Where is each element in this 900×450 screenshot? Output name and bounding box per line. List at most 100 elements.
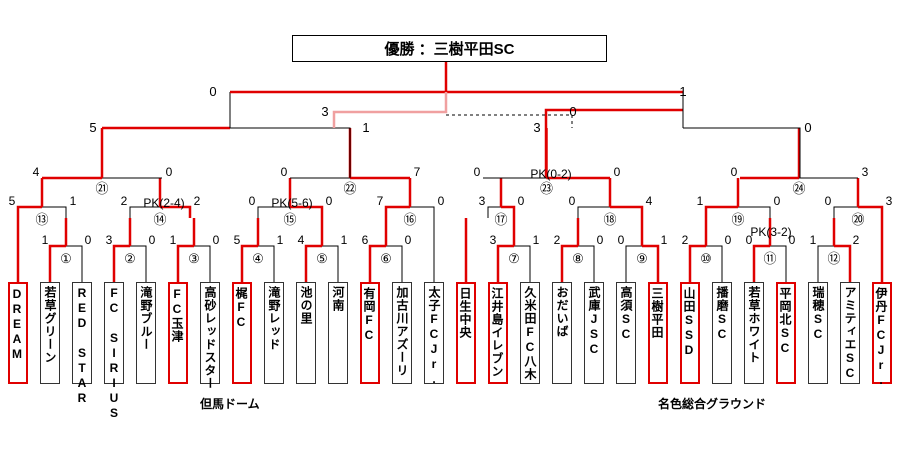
match-number: ⑯ bbox=[403, 212, 416, 227]
team-name: DREAM bbox=[10, 287, 24, 362]
score: 4 bbox=[646, 194, 653, 208]
pk-note: PK(3-2) bbox=[750, 225, 791, 239]
match-number: ㉑ bbox=[95, 181, 108, 196]
score: 0 bbox=[85, 233, 92, 247]
team-box: 伊丹FCJr. bbox=[872, 282, 892, 388]
team-box: アミティエSC bbox=[840, 282, 860, 384]
score: 0 bbox=[213, 233, 220, 247]
team-box: 梶FC bbox=[232, 282, 252, 384]
team-box: DREAM bbox=[8, 282, 28, 384]
team-name: 高砂レッドスター bbox=[203, 286, 217, 390]
team-box: 若草ホワイト bbox=[744, 282, 764, 384]
bracket-line bbox=[130, 245, 147, 282]
score: 4 bbox=[33, 165, 40, 179]
bracket-line bbox=[738, 206, 771, 218]
score: 3 bbox=[533, 120, 540, 135]
match-number: ⑪ bbox=[763, 251, 776, 266]
team-name: 山田SSD bbox=[682, 287, 696, 358]
bracket-line bbox=[48, 244, 66, 282]
team-name: 池の里 bbox=[299, 286, 313, 325]
score: 0 bbox=[405, 233, 412, 247]
team-box: 日生中央 bbox=[456, 282, 476, 384]
match-number: ㉓ bbox=[540, 181, 553, 196]
team-name: 河南 bbox=[331, 286, 345, 312]
score: 0 bbox=[725, 233, 732, 247]
match-number: ⑭ bbox=[153, 212, 166, 227]
match-number: ④ bbox=[252, 251, 264, 266]
champion-title-text: 優勝 ：三樹平田SC bbox=[384, 41, 515, 58]
team-box: FC SIRIUS bbox=[104, 282, 124, 421]
match-number-marker bbox=[495, 213, 507, 225]
score: 0 bbox=[249, 194, 256, 208]
pk-note: PK(2-4) bbox=[143, 196, 184, 210]
bracket-line bbox=[688, 244, 706, 282]
match-number: ⑮ bbox=[283, 212, 296, 227]
team-box: 加古川アズーリ bbox=[392, 282, 412, 384]
score: 0 bbox=[746, 233, 753, 247]
match-number-marker bbox=[828, 252, 840, 264]
score: 1 bbox=[697, 194, 704, 208]
match-number-marker bbox=[96, 182, 108, 194]
team-box: 久米田FC八木 bbox=[520, 282, 540, 384]
team-box: 山田SSD bbox=[680, 282, 700, 384]
team-name: FC玉津 bbox=[170, 287, 184, 343]
score: 1 bbox=[42, 233, 49, 247]
team-name: 三樹平田 bbox=[650, 287, 664, 339]
bracket-line bbox=[642, 244, 660, 282]
bracket-line bbox=[240, 244, 258, 282]
team-name: 若草グリーン bbox=[43, 286, 57, 364]
match-number-marker bbox=[572, 252, 584, 264]
bracket-line bbox=[683, 127, 801, 178]
bracket-line bbox=[16, 205, 42, 218]
score: 7 bbox=[414, 165, 421, 179]
team-box: 平岡北SC bbox=[776, 282, 796, 384]
match-number-marker bbox=[636, 252, 648, 264]
team-name: 有岡FC bbox=[362, 287, 376, 343]
bracket-line bbox=[610, 205, 644, 218]
match-number-marker bbox=[380, 252, 392, 264]
score: 3 bbox=[886, 194, 893, 208]
score: 3 bbox=[490, 233, 497, 247]
score: 0 bbox=[326, 194, 333, 208]
score: 0 bbox=[789, 233, 796, 247]
bracket-line bbox=[112, 244, 130, 282]
team-box: 太子FCJr. bbox=[424, 282, 444, 387]
match-number: ⑫ bbox=[827, 251, 840, 266]
team-name: 江井島イレブン bbox=[490, 287, 504, 378]
bracket-line bbox=[332, 92, 448, 128]
score: 0 bbox=[804, 120, 811, 135]
team-name: FC SIRIUS bbox=[107, 286, 121, 421]
bracket-line bbox=[834, 244, 852, 282]
bracket-line bbox=[42, 206, 67, 218]
score: 0 bbox=[209, 84, 216, 99]
team-name: 滝野ブルー bbox=[139, 286, 153, 351]
bracket-line bbox=[544, 108, 683, 128]
match-number: ㉒ bbox=[343, 181, 356, 196]
score: 4 bbox=[298, 233, 305, 247]
team-box: 池の里 bbox=[296, 282, 316, 384]
score: 2 bbox=[121, 194, 128, 208]
bracket-line bbox=[514, 245, 531, 282]
score: 0 bbox=[518, 194, 525, 208]
team-name: 伊丹FCJr. bbox=[874, 287, 888, 388]
score: 1 bbox=[170, 233, 177, 247]
team-name: 加古川アズーリ bbox=[395, 286, 409, 377]
team-box: FC玉津 bbox=[168, 282, 188, 384]
score: 0 bbox=[825, 194, 832, 208]
match-number: ⑤ bbox=[316, 251, 328, 266]
score: 0 bbox=[438, 194, 445, 208]
match-number-marker bbox=[316, 252, 328, 264]
team-box: 江井島イレブン bbox=[488, 282, 508, 384]
venue-left: 但馬ドーム bbox=[200, 397, 260, 411]
match-number: ⑳ bbox=[851, 212, 864, 227]
team-name: 久米田FC八木 bbox=[523, 286, 537, 381]
match-number: ⑰ bbox=[494, 212, 507, 227]
match-number-marker bbox=[124, 252, 136, 264]
score: 0 bbox=[614, 165, 621, 179]
match-number-marker bbox=[404, 213, 416, 225]
team-name: 太子FCJr. bbox=[427, 286, 441, 387]
score: 2 bbox=[194, 194, 201, 208]
match-number: ① bbox=[60, 251, 72, 266]
score: 0 bbox=[731, 165, 738, 179]
